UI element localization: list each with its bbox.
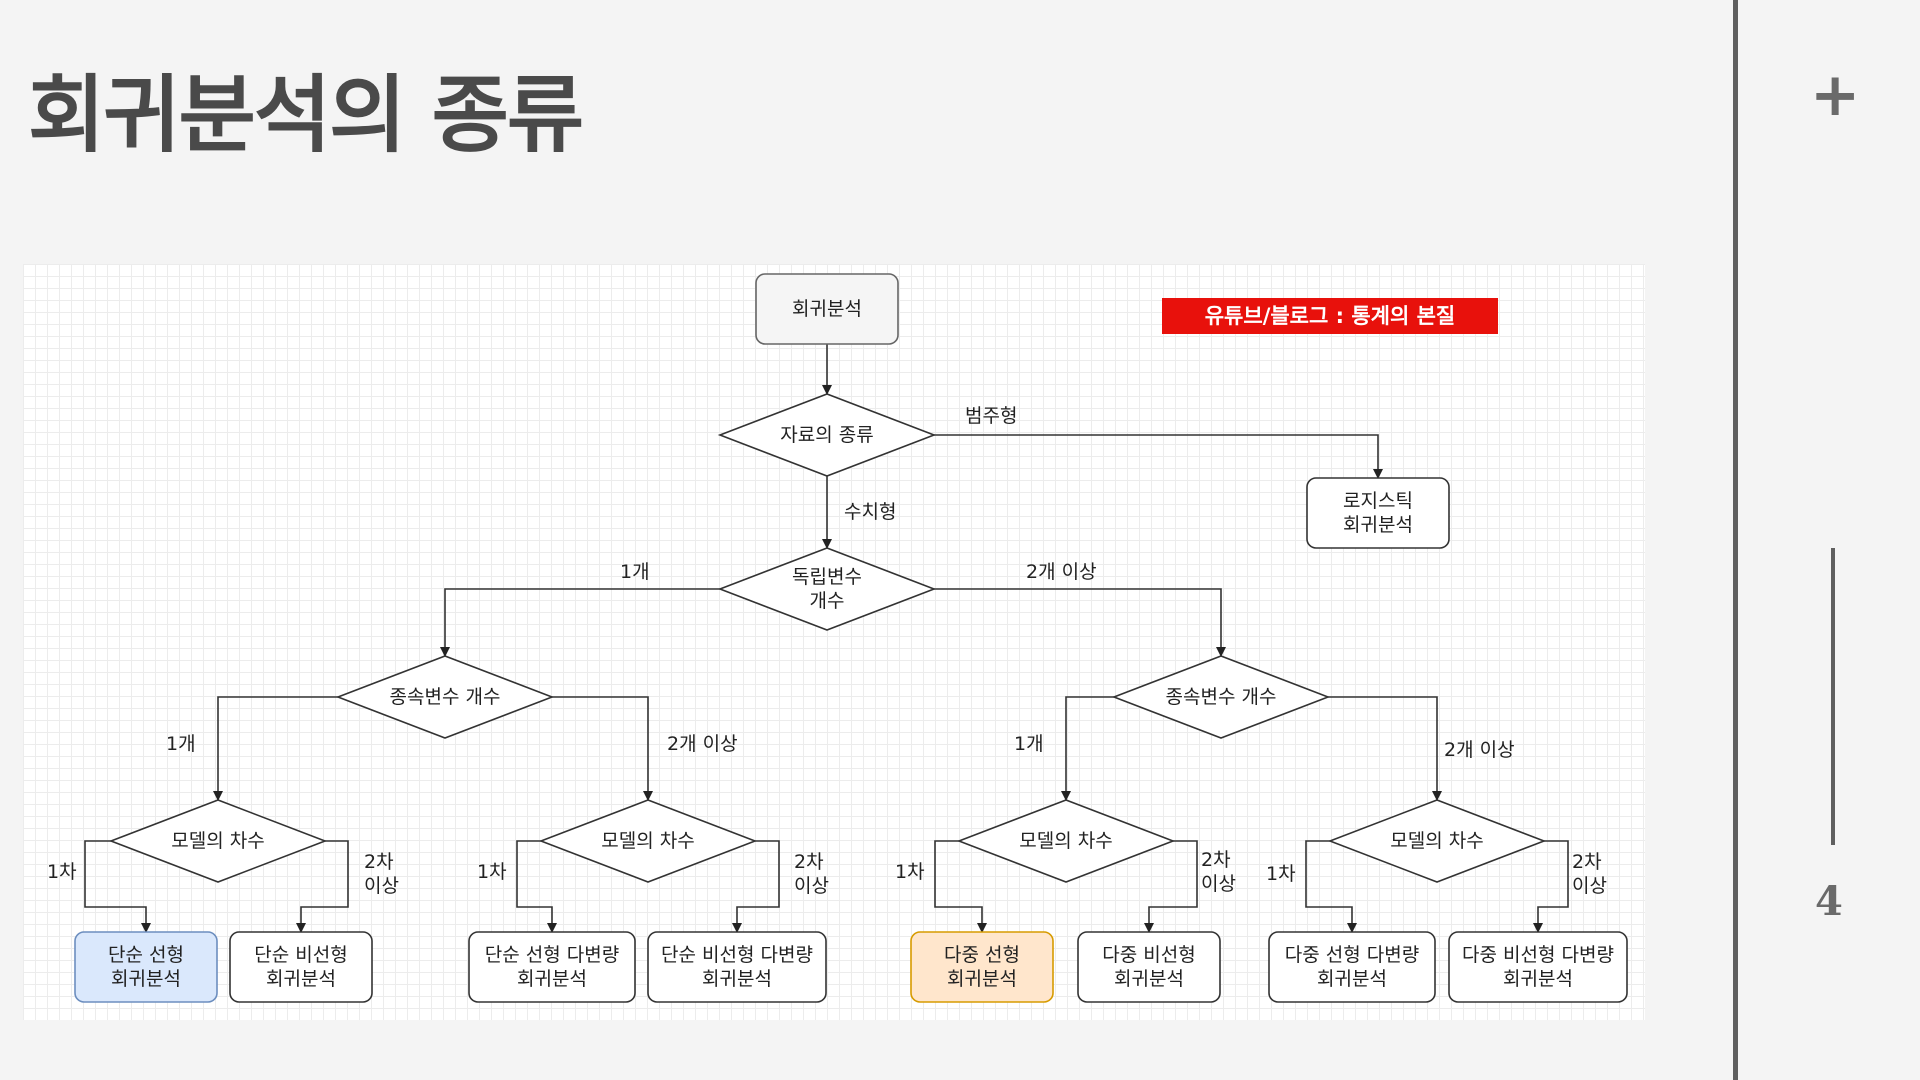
edge-order-4-to-leaf-7 [1305,840,1357,933]
edge-dep-right-to-order-3 [1061,696,1114,801]
page-number: 4 [1815,878,1843,925]
edge-indep-to-dep-left [440,588,720,657]
edge-label-first-1: 1차 [47,861,77,883]
edge-label-first-4: 1차 [1266,863,1296,885]
slide-title: 회귀분석의 종류 [28,66,584,164]
node-label-order-1: 모델의 차수 [171,830,265,852]
edge-label-two-plus-dl: 2개 이상 [667,733,738,755]
side-accent-line [1831,548,1835,845]
box-leaf-2 [229,931,373,1003]
add-slide-button[interactable]: + [1810,60,1861,130]
edge-label-one-left: 1개 [620,561,650,583]
box-leaf-3 [468,931,636,1003]
edge-order-3-to-leaf-5 [934,840,987,933]
box-leaf-7 [1268,931,1436,1003]
edge-dep-left-to-order-2 [552,696,653,801]
edge-data-type-to-logistic [934,434,1383,479]
edge-label-first-2: 1차 [477,861,507,883]
box-leaf-6 [1077,931,1221,1003]
node-label-order-4: 모델의 차수 [1390,830,1484,852]
box-leaf-8 [1448,931,1628,1003]
decision-dep-count-right [1111,655,1331,739]
box-leaf-5 [910,931,1054,1003]
node-label-dep-count-right: 종속변수 개수 [1165,686,1277,708]
decision-order-4 [1327,799,1547,883]
box-leaf-4 [647,931,827,1003]
edge-label-one-dr: 1개 [1014,733,1044,755]
decision-order-3 [956,799,1176,883]
edge-order-1-to-leaf-2 [296,840,349,933]
edge-label-one-dl: 1개 [166,733,196,755]
node-label-order-2: 모델의 차수 [601,830,695,852]
edge-dep-left-to-order-1 [213,696,338,801]
edge-order-2-to-leaf-3 [516,840,557,933]
node-label-order-3: 모델의 차수 [1019,830,1113,852]
box-root [755,273,899,345]
flowchart-lines [74,273,1628,1003]
edge-label-two-plus-top: 2개 이상 [1026,561,1097,583]
edge-order-2-to-leaf-4 [732,840,780,933]
decision-dep-count-left [335,655,555,739]
edge-indep-to-dep-right [934,588,1226,657]
edge-label-numeric: 수치형 [844,501,897,523]
node-label-data-type: 자료의 종류 [780,424,874,446]
decision-indep-count [717,547,937,631]
box-leaf-1 [74,931,218,1003]
edge-order-3-to-leaf-6 [1144,840,1198,933]
node-label-dep-count-left: 종속변수 개수 [389,686,501,708]
edge-order-1-to-leaf-1 [84,840,151,933]
edge-label-first-3: 1차 [895,861,925,883]
edge-label-two-plus-dr: 2개 이상 [1444,739,1515,761]
edge-order-4-to-leaf-8 [1533,840,1569,933]
edge-dep-right-to-order-4 [1328,696,1442,801]
decision-order-1 [108,799,328,883]
edge-label-categorical: 범주형 [965,405,1018,427]
decision-data-type [717,393,937,477]
watermark-banner: 유튜브/블로그 : 통계의 본질 [1162,298,1498,334]
decision-order-2 [538,799,758,883]
node-label-root: 회귀분석 [792,298,862,320]
vertical-divider [1733,0,1738,1080]
box-logistic [1306,477,1450,549]
